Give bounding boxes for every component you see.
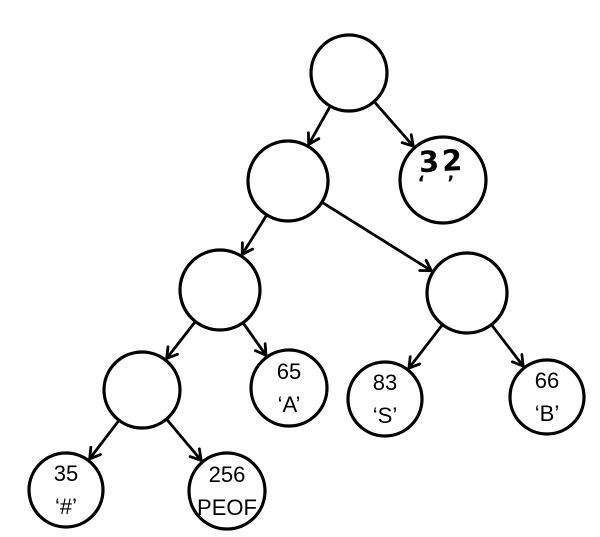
node-circle-n-left3 [102, 350, 182, 430]
node-char-label: ‘A’ [278, 392, 301, 417]
edge-n-left3-to-n-peof [165, 418, 203, 462]
node-char-label: PEOF [197, 495, 257, 520]
node-char-label: ‘B’ [535, 401, 559, 426]
node-circle-n-right2 [425, 251, 509, 335]
tree-node-n-space: 32‘ ’ [398, 135, 488, 225]
edge-n-right2-to-n-b [490, 323, 525, 368]
tree-node-n-hash: 35 ‘#’ [27, 451, 105, 529]
tree-node-n-right2 [425, 251, 509, 335]
tree-node-n-left3 [102, 350, 182, 430]
tree-edges-layer [88, 100, 525, 462]
node-circle-n-b [508, 358, 586, 436]
node-value-label: 83 [373, 370, 397, 395]
tree-node-n-left1 [246, 139, 330, 223]
node-circle-n-s [346, 360, 424, 438]
edge-n-left2-to-n-left3 [165, 320, 197, 360]
node-circle-n-peof [187, 451, 267, 531]
node-value-label: 66 [535, 368, 559, 393]
node-char-label: ‘#’ [55, 494, 77, 519]
edge-n-left3-to-n-hash [88, 419, 121, 461]
edge-n-right2-to-n-s [407, 323, 444, 370]
edge-n-left1-to-n-right2 [321, 201, 433, 273]
edge-root-to-n-space [373, 100, 415, 148]
tree-node-n-s: 83 ‘S’ [346, 360, 424, 438]
node-circle-n-left1 [246, 139, 330, 223]
edge-n-left2-to-n-a [241, 321, 268, 357]
node-char-label: ‘ ’ [417, 172, 462, 194]
tree-node-n-b: 66 ‘B’ [508, 358, 586, 436]
tree-node-n-a: 65 ‘A’ [249, 348, 329, 428]
node-char-label: ‘S’ [373, 403, 397, 428]
node-circle-n-a [249, 348, 329, 428]
tree-node-root [309, 33, 389, 113]
node-circle-n-space [398, 135, 488, 225]
node-value-label: 256 [209, 462, 246, 487]
edge-n-left1-to-n-left2 [240, 214, 268, 256]
node-value-label: 32 [418, 143, 466, 179]
node-circle-n-hash [27, 451, 105, 529]
node-value-label: 35 [54, 461, 78, 486]
node-value-label: 65 [277, 359, 301, 384]
edge-root-to-n-left1 [306, 105, 332, 146]
tree-node-n-left2 [178, 248, 262, 332]
node-circle-n-left2 [178, 248, 262, 332]
node-circle-root [309, 33, 389, 113]
